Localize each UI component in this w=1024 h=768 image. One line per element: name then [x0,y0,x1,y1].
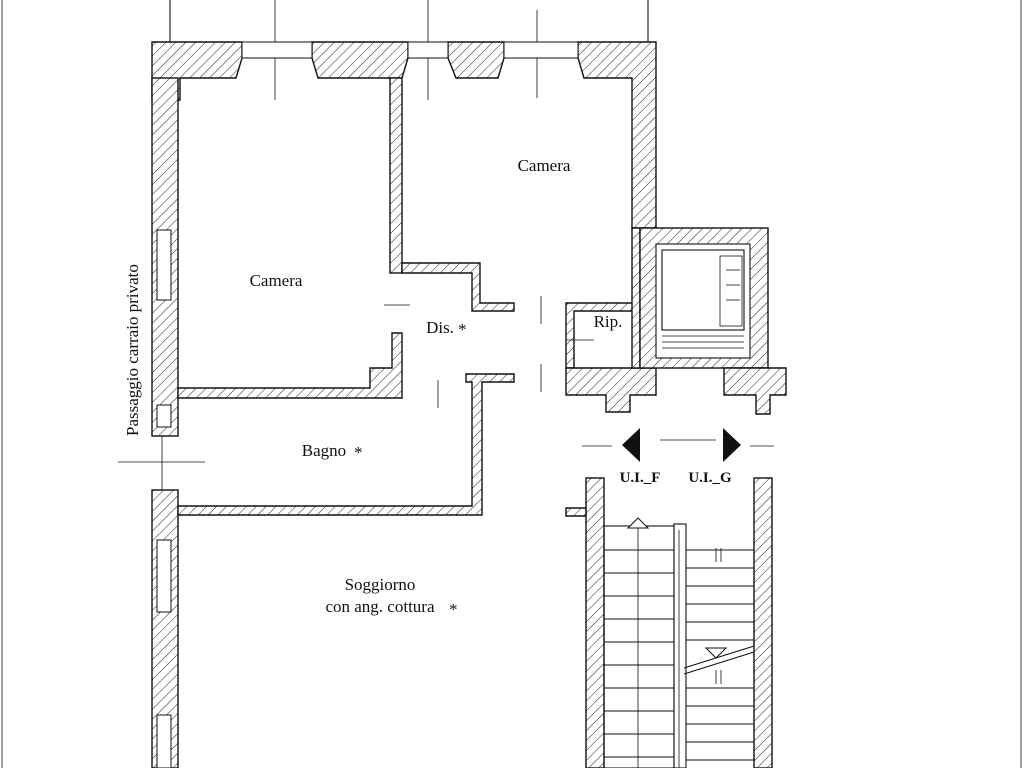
staircase [565,477,773,768]
top-wall [151,41,657,229]
label-rip: Rip. [594,312,623,331]
label-passage: Passaggio carraio privato [123,264,142,436]
elevator [639,227,787,415]
unit-g-arrow-icon [723,428,741,462]
label-soggiorno-line2: con ang. cottura [325,597,434,616]
label-bagno: Bagno [302,441,346,460]
door-marks [384,296,774,447]
label-camera-left: Camera [250,271,303,290]
label-dis: Dis. [426,318,454,337]
unit-f-arrow-icon [622,428,640,462]
label-camera-top: Camera [518,156,571,175]
star-dis: * [458,320,467,339]
star-soggiorno: * [449,600,458,619]
star-bagno: * [354,443,363,462]
left-wall [118,77,205,768]
label-unit-f: U.I._F [620,470,661,486]
interior-walls [177,77,657,516]
stair-up-arrow-icon [626,517,650,529]
label-unit-g: U.I._G [688,470,732,486]
label-soggiorno-line1: Soggiorno [345,575,416,594]
stair-down-arrow-icon [704,647,728,659]
